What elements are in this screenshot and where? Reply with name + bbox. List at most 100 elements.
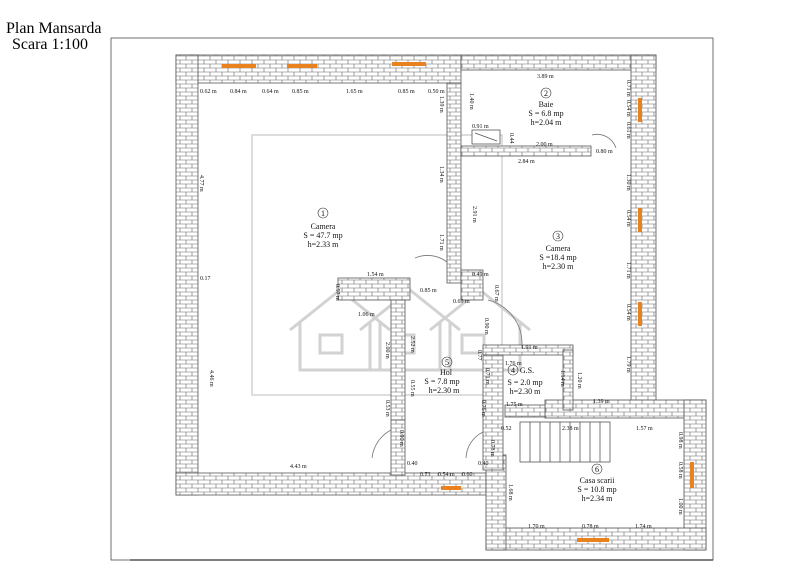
svg-text:2.00 m: 2.00 m — [384, 342, 390, 359]
svg-text:Casa scarii: Casa scarii — [580, 476, 616, 485]
svg-text:0.80 m: 0.80 m — [596, 149, 613, 155]
svg-text:S = 7.8 mp: S = 7.8 mp — [424, 377, 459, 386]
svg-text:1.00 m: 1.00 m — [677, 498, 683, 515]
svg-text:0.85 m: 0.85 m — [398, 89, 415, 95]
svg-text:3: 3 — [556, 232, 560, 241]
room-4-label: 4 G.S. S = 2.0 mp h=2.30 m — [507, 364, 543, 396]
svg-text:1.68 m: 1.68 m — [507, 484, 513, 501]
dimension-labels: 0.62 m 0.84 m 0.64 m 0.85 m 1.65 m 0.85 … — [198, 74, 683, 530]
svg-text:Camera: Camera — [546, 244, 571, 253]
inner-walls — [337, 82, 592, 476]
svg-text:0.76 m: 0.76 m — [480, 400, 486, 417]
svg-text:S = 47.7 mp: S = 47.7 mp — [303, 231, 342, 240]
svg-text:0.67 m: 0.67 m — [493, 285, 499, 302]
svg-text:0.77: 0.77 — [476, 350, 482, 361]
staircase — [519, 421, 611, 463]
svg-text:1.30 m: 1.30 m — [625, 174, 631, 191]
plan-title: Plan Mansarda — [6, 20, 102, 37]
svg-text:h=2.34 m: h=2.34 m — [582, 494, 614, 503]
svg-text:0.55 m: 0.55 m — [409, 380, 415, 397]
svg-text:0.54 m: 0.54 m — [625, 304, 631, 321]
svg-text:1.91 m: 1.91 m — [521, 345, 538, 351]
svg-text:0.85 m: 0.85 m — [292, 89, 309, 95]
svg-text:0.58 m: 0.58 m — [677, 462, 683, 479]
windows — [222, 62, 694, 542]
svg-text:h=2.33 m: h=2.33 m — [308, 240, 340, 249]
svg-text:S = 6.8 mp: S = 6.8 mp — [528, 109, 563, 118]
svg-text:0.54 m: 0.54 m — [625, 100, 631, 117]
svg-text:1.34 m: 1.34 m — [438, 166, 444, 183]
svg-text:1: 1 — [321, 209, 325, 218]
room-3-label: 3 Camera S =18.4 mp h=2.30 m — [539, 230, 577, 271]
svg-text:0.60: 0.60 — [462, 472, 473, 478]
svg-text:1.57 m: 1.57 m — [636, 426, 653, 432]
room-5-label: 5 Hol S = 7.8 mp h=2.30 m — [424, 356, 460, 395]
svg-text:0.49 m: 0.49 m — [472, 272, 489, 278]
svg-text:1.39 m: 1.39 m — [593, 399, 610, 405]
svg-text:h=2.04 m: h=2.04 m — [531, 118, 563, 127]
room-6-label: 6 Casa scarii S = 10.8 mp h=2.34 m — [577, 463, 617, 503]
svg-text:2.91 m: 2.91 m — [471, 206, 477, 223]
svg-text:2.00 m: 2.00 m — [536, 142, 553, 148]
svg-text:Camera: Camera — [311, 222, 336, 231]
svg-text:0.69 m: 0.69 m — [453, 299, 470, 305]
svg-text:0.78 m: 0.78 m — [489, 440, 495, 457]
svg-text:G.S.: G.S. — [520, 366, 534, 375]
svg-text:2.52 m: 2.52 m — [409, 336, 415, 353]
room-2-label: 2 Baie S = 6.8 mp h=2.04 m — [528, 87, 564, 127]
svg-text:0.71 m: 0.71 m — [625, 80, 631, 97]
svg-text:1.65 m: 1.65 m — [346, 89, 363, 95]
svg-text:4.43 m: 4.43 m — [290, 464, 307, 470]
svg-text:4.77 m: 4.77 m — [198, 175, 204, 192]
svg-text:0.62 m: 0.62 m — [200, 89, 217, 95]
svg-text:0.57 m: 0.57 m — [334, 284, 340, 301]
svg-text:0.71 m: 0.71 m — [484, 368, 490, 385]
svg-text:1.76 m: 1.76 m — [505, 361, 522, 367]
svg-text:1.20 m: 1.20 m — [576, 372, 582, 389]
room-1-label: 1 Camera S = 47.7 mp h=2.33 m — [303, 207, 343, 249]
svg-text:4.46 m: 4.46 m — [208, 370, 214, 387]
svg-text:2.38 m: 2.38 m — [562, 426, 579, 432]
svg-text:1.71 m: 1.71 m — [438, 234, 444, 251]
svg-text:0.50 m: 0.50 m — [428, 89, 445, 95]
svg-text:S = 2.0 mp: S = 2.0 mp — [507, 378, 542, 387]
doors — [371, 134, 617, 459]
svg-text:0.40: 0.40 — [478, 461, 489, 467]
svg-text:0.90 m: 0.90 m — [398, 430, 404, 447]
svg-text:0.98 m: 0.98 m — [677, 432, 683, 449]
svg-text:1.06 m: 1.06 m — [358, 312, 375, 318]
svg-text:Hol: Hol — [440, 368, 453, 377]
svg-text:0.73: 0.73 — [420, 472, 431, 478]
svg-text:6: 6 — [595, 465, 599, 474]
svg-text:1.39 m: 1.39 m — [438, 96, 444, 113]
svg-text:1.70 m: 1.70 m — [528, 524, 545, 530]
svg-text:S = 10.8 mp: S = 10.8 mp — [577, 485, 616, 494]
svg-text:4: 4 — [511, 366, 515, 375]
svg-text:1.54 m: 1.54 m — [367, 272, 384, 278]
svg-text:0.40: 0.40 — [407, 461, 418, 467]
svg-text:1.75 m: 1.75 m — [506, 402, 523, 408]
svg-text:1.40 m: 1.40 m — [468, 93, 474, 110]
svg-text:h=2.30 m: h=2.30 m — [510, 387, 542, 396]
svg-text:2: 2 — [544, 89, 548, 98]
svg-text:0.90 m: 0.90 m — [483, 318, 489, 335]
svg-text:1.14 m: 1.14 m — [559, 370, 565, 387]
svg-text:0.61 m: 0.61 m — [625, 122, 631, 139]
svg-text:0.84 m: 0.84 m — [230, 89, 247, 95]
svg-text:0.78 m: 0.78 m — [582, 524, 599, 530]
svg-text:0.64 m: 0.64 m — [262, 89, 279, 95]
svg-text:0.85 m: 0.85 m — [420, 288, 437, 294]
svg-text:0.17: 0.17 — [200, 276, 211, 282]
plan-scale: Scara 1:100 — [12, 36, 88, 53]
svg-text:3.89 m: 3.89 m — [537, 74, 554, 80]
svg-text:1.71 m: 1.71 m — [625, 262, 631, 279]
svg-text:0.54 m: 0.54 m — [625, 210, 631, 227]
svg-text:0.53 m: 0.53 m — [384, 400, 390, 417]
svg-text:1.74 m: 1.74 m — [635, 524, 652, 530]
svg-text:0.54 m: 0.54 m — [438, 472, 455, 478]
svg-text:0.44: 0.44 — [508, 133, 514, 144]
svg-text:0.52: 0.52 — [501, 426, 512, 432]
svg-text:2.84 m: 2.84 m — [518, 159, 535, 165]
svg-text:1.79 m: 1.79 m — [625, 356, 631, 373]
